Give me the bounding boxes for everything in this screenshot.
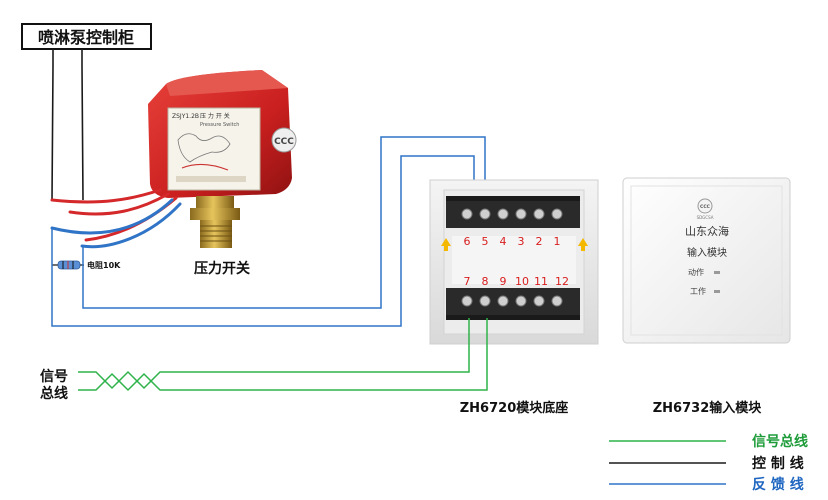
- terminal-8: 8: [482, 275, 489, 288]
- terminal-12: 12: [555, 275, 569, 288]
- terminal-9: 9: [500, 275, 507, 288]
- signal-bus-label-line2: 总线: [40, 385, 68, 402]
- bottom-terminal-screws: [461, 295, 563, 307]
- resistor-label: 电阻10K: [87, 260, 121, 270]
- nameplate-line3: Pressure Switch: [200, 122, 239, 128]
- legend: 信号总线 控 制 线 反 馈 线: [609, 433, 808, 493]
- module-base: 6 5 4 3 2 1 7 8 9 10 11 12 ZH6720模块底座: [429, 179, 599, 416]
- pressure-switch-label: 压力开关: [194, 260, 250, 277]
- nameplate-line2: 压 力 开 关: [200, 112, 230, 120]
- legend-label-control: 控 制 线: [752, 455, 804, 472]
- signal-bus: 信号 总线: [40, 318, 488, 402]
- terminal-3: 3: [518, 235, 525, 248]
- top-terminal-screws: [461, 208, 563, 220]
- signal-bus-label-line1: 信号: [40, 368, 68, 385]
- svg-text:CCC: CCC: [274, 137, 294, 147]
- indicator-action-label: 动作: [688, 267, 704, 277]
- svg-text:CCC: CCC: [700, 204, 711, 210]
- arrow-up-icon: [441, 238, 451, 251]
- legend-label-feedback: 反 馈 线: [752, 476, 804, 493]
- terminal-7: 7: [464, 275, 471, 288]
- terminal-10: 10: [515, 275, 529, 288]
- terminal-5: 5: [482, 235, 489, 248]
- terminal-6: 6: [464, 235, 471, 248]
- arrow-up-icon: [578, 238, 588, 251]
- terminal-1: 1: [554, 235, 561, 248]
- input-module-caption: ZH6732输入模块: [653, 400, 762, 416]
- terminal-11: 11: [534, 275, 548, 288]
- input-module: CCC SDGCSA 山东众海 输入模块 动作 工作 ZH6732输入模块: [622, 177, 791, 416]
- legend-label-signal: 信号总线: [752, 433, 808, 450]
- input-module-name: 输入模块: [687, 246, 727, 259]
- resistor: 电阻10K: [52, 260, 121, 270]
- indicator-action-led: [714, 271, 720, 274]
- cabinet-box: 喷淋泵控制柜: [21, 23, 152, 50]
- ccc-seal-icon: [271, 127, 297, 153]
- indicator-work-label: 工作: [690, 286, 706, 296]
- switch-cables: [50, 188, 182, 249]
- cert-text: SDGCSA: [697, 215, 714, 220]
- ccc-seal-icon: [697, 198, 713, 214]
- control-wires: [51, 49, 84, 201]
- cabinet-label: 喷淋泵控制柜: [38, 28, 134, 47]
- terminal-2: 2: [536, 235, 543, 248]
- indicator-work-led: [714, 290, 720, 293]
- pressure-switch: ZSJY1.2B 压 力 开 关 Pressure Switch CCC 压力开…: [148, 70, 297, 277]
- nameplate-line1: ZSJY1.2B: [172, 113, 199, 120]
- input-module-brand: 山东众海: [685, 224, 729, 238]
- feedback-wires: [51, 136, 486, 327]
- terminal-4: 4: [500, 235, 507, 248]
- module-base-caption: ZH6720模块底座: [460, 400, 569, 416]
